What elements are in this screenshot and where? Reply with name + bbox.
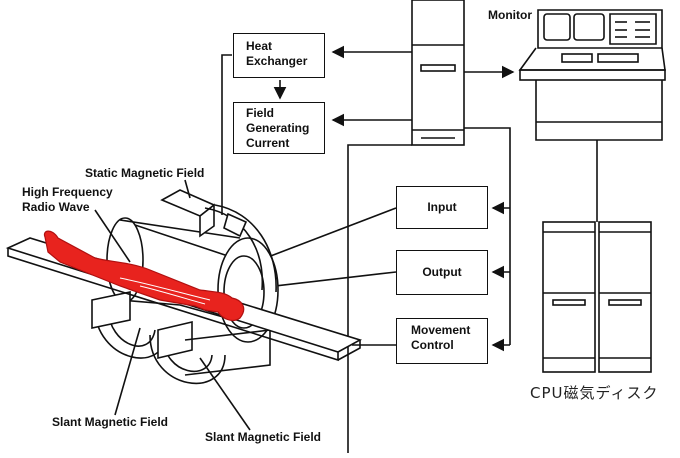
output-box: Output [396,250,488,295]
field-current-box: Field Generating Current [233,102,325,154]
heat-exchanger-line1: Heat [246,39,273,53]
slant-field-label-left: Slant Magnetic Field [52,415,169,429]
cpu-disk-cabinets [542,221,652,373]
field-current-line2: Generating [246,121,310,135]
input-label: Input [427,200,457,214]
movement-control-line1: Movement [411,323,471,337]
slant-field-label-right: Slant Magnetic Field [205,430,322,444]
heat-exchanger-line2: Exchanger [246,54,308,68]
cpu-disk-label: CPU磁気ディスク [530,384,659,402]
input-box: Input [396,186,488,229]
monitor-label: Monitor [488,8,532,22]
patient-body [43,230,245,322]
monitor-console [518,9,666,141]
movement-control-box: Movement Control [396,318,488,364]
static-field-label: Static Magnetic Field [85,166,205,180]
output-label: Output [422,265,462,279]
radio-wave-label: Radio Wave [22,200,90,214]
control-cabinet [411,0,465,146]
field-current-line1: Field [246,106,275,120]
heat-exchanger-box: Heat Exchanger [233,33,325,78]
field-current-line3: Current [246,136,290,150]
movement-control-line2: Control [411,338,454,352]
high-frequency-label: High Frequency [22,185,113,199]
